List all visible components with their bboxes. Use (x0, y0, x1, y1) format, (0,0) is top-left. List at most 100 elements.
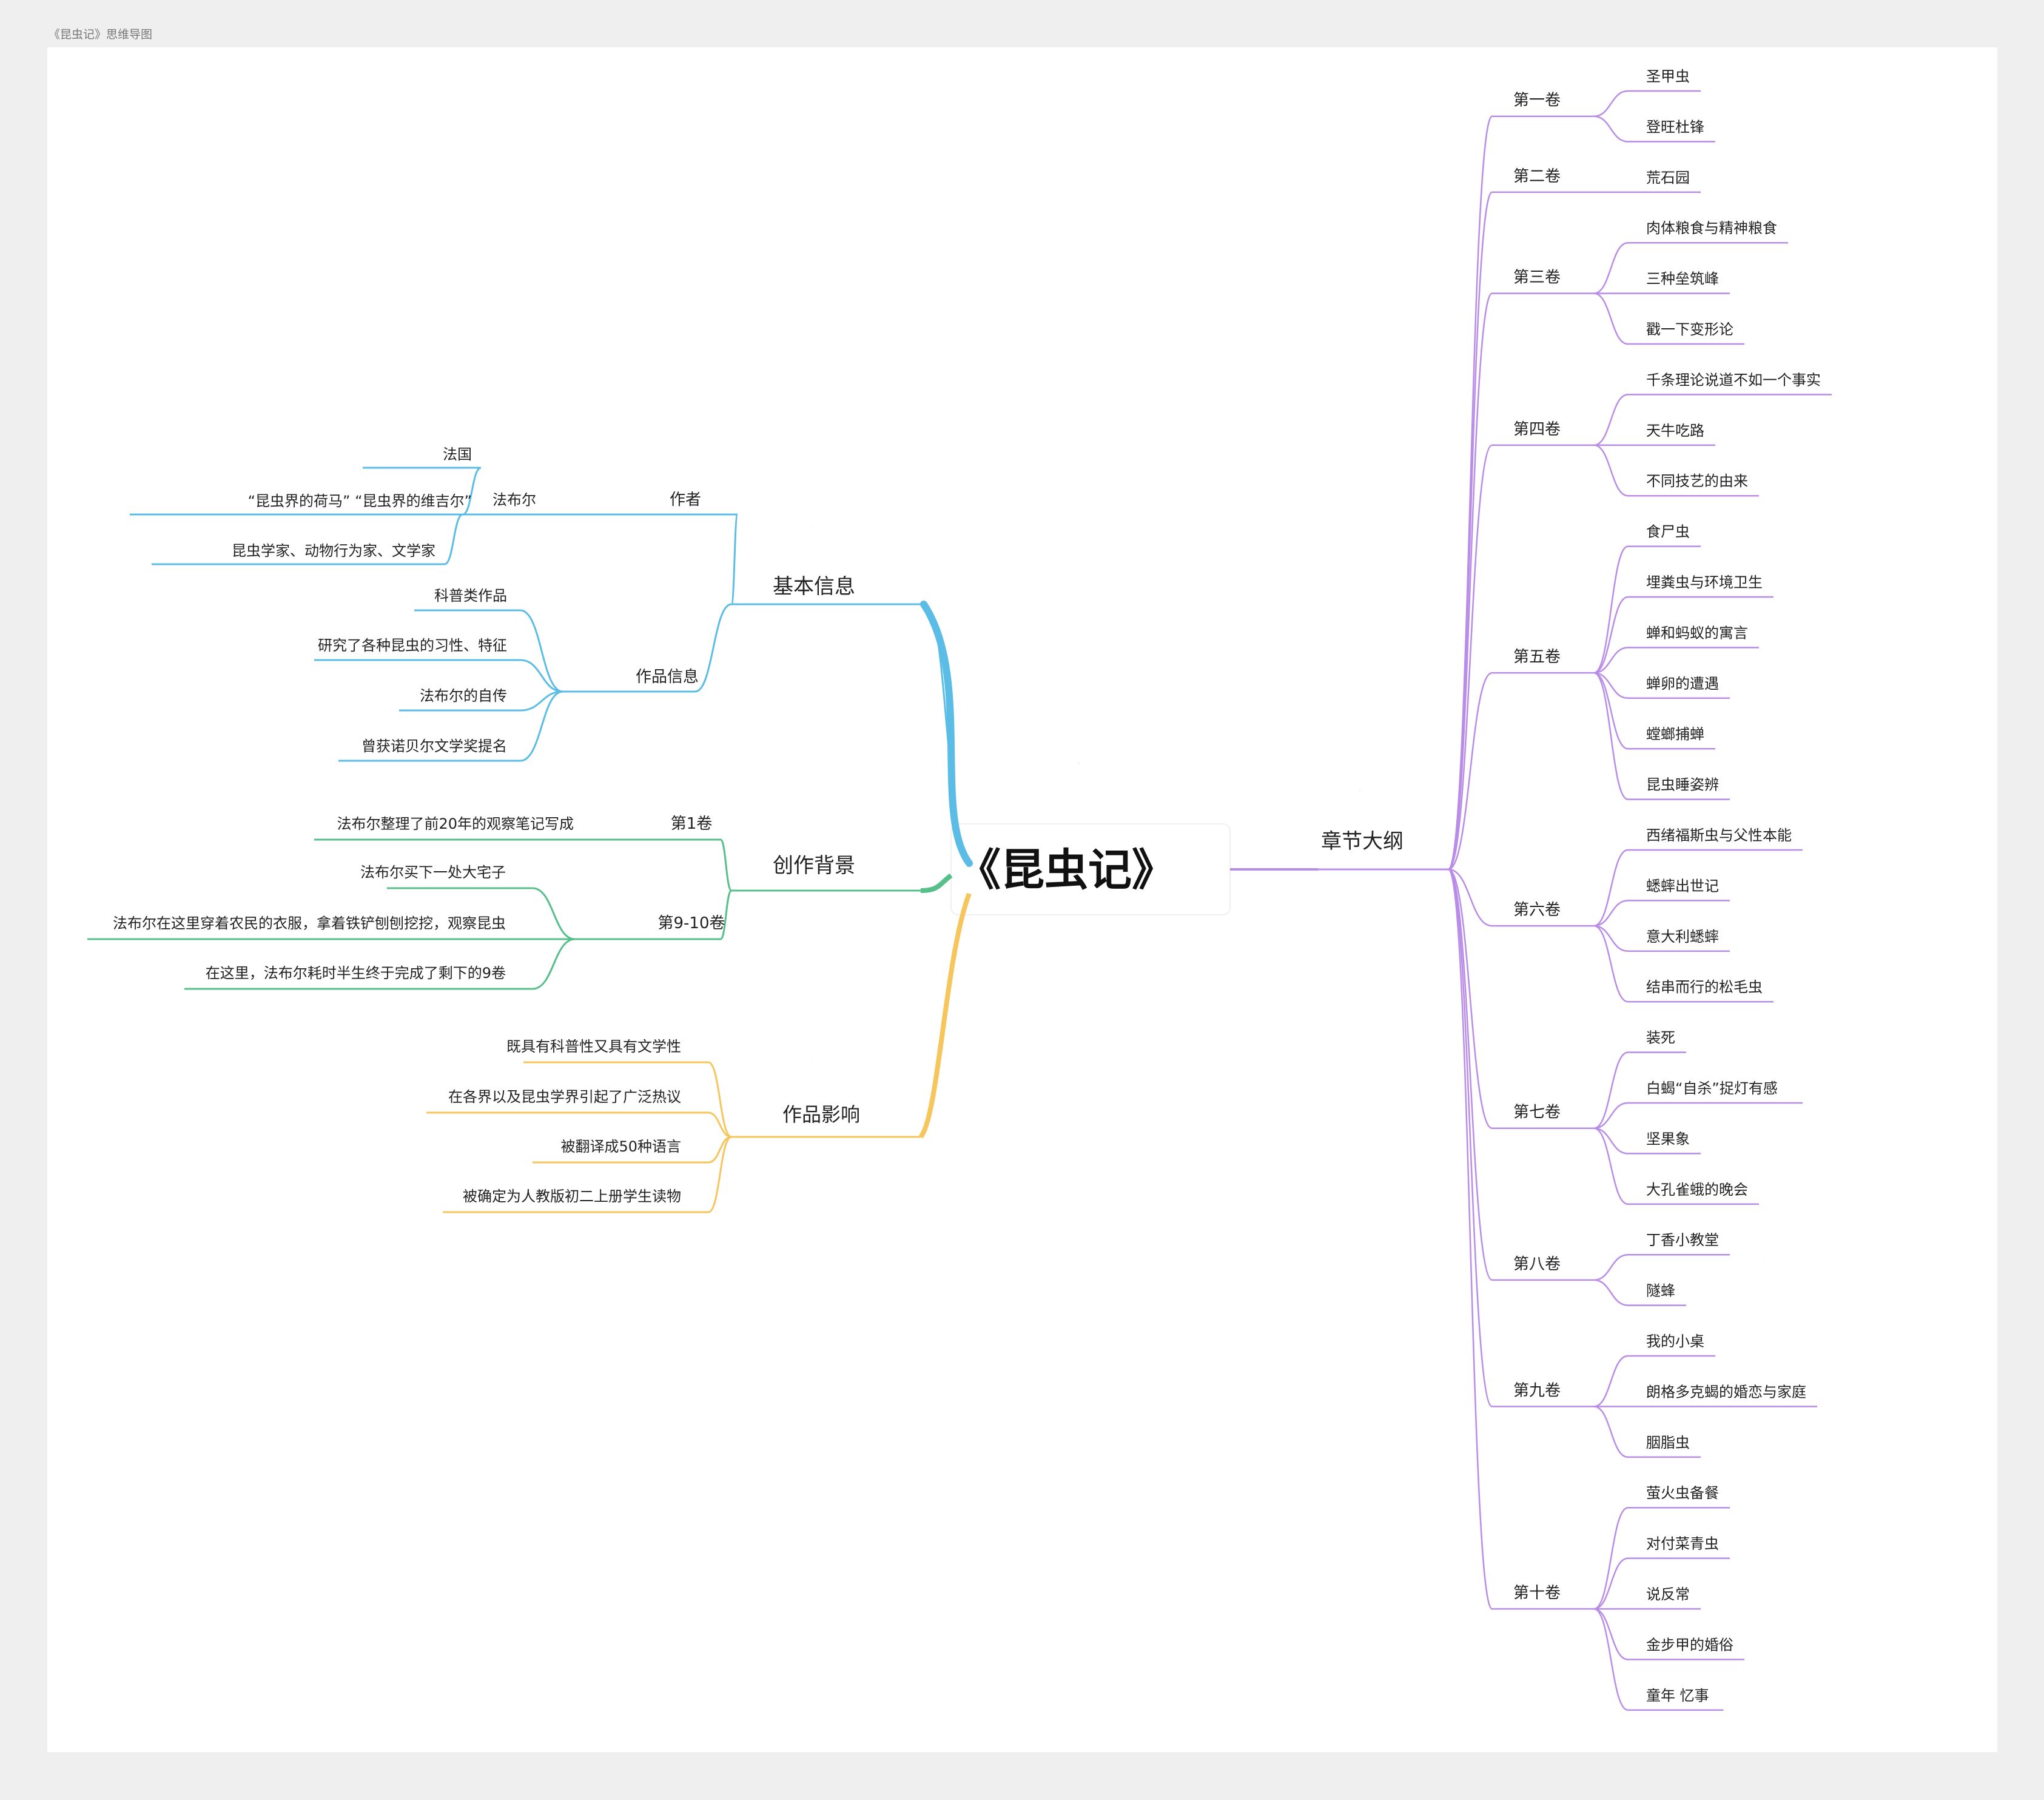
leaf-label[interactable]: 既具有科普性又具有文学性 (506, 1038, 681, 1055)
leaf-label[interactable]: 在各界以及昆虫学界引起了广泛热议 (448, 1088, 681, 1105)
chapter-label[interactable]: 荒石园 (1646, 169, 1690, 186)
connector-line (520, 659, 563, 693)
volume-label[interactable]: 第八卷 (1513, 1255, 1561, 1273)
leaf-label[interactable]: 曾获诺贝尔文学奖提名 (361, 738, 507, 755)
chapter-label[interactable]: 对付菜青虫 (1646, 1535, 1719, 1552)
mindmap-canvas[interactable]: 《昆虫记》 基本信息 作者 法布尔 法国 “昆虫界的荷马” “昆虫界的维吉尔” 昆虫学家、动… (47, 47, 1997, 1752)
volume-label[interactable]: 第十卷 (1513, 1584, 1561, 1602)
leaf-label[interactable]: 被确定为人教版初二上册学生读物 (463, 1188, 681, 1205)
volume-label[interactable]: 第六卷 (1513, 901, 1561, 919)
connector-line (1447, 292, 1493, 871)
leaf-label[interactable]: 法布尔的自传 (420, 687, 507, 704)
chapter-label[interactable]: 肉体粮食与精神粮食 (1646, 220, 1777, 237)
connector-line (1447, 115, 1493, 871)
chapter-label[interactable]: 戳一下变形论 (1646, 321, 1733, 338)
leaf-label[interactable]: 研究了各种昆虫的习性、特征 (318, 637, 507, 654)
chapter-label[interactable]: 装死 (1646, 1030, 1675, 1047)
branch-label-background[interactable]: 创作背景 (773, 854, 855, 878)
leaf-label[interactable]: 法布尔买下一处大宅子 (360, 864, 506, 881)
chapter-label[interactable]: 圣甲虫 (1646, 68, 1690, 85)
connector-line (1593, 394, 1629, 447)
chapter-label[interactable]: 西绪福斯虫与父性本能 (1646, 827, 1792, 844)
chapter-label[interactable]: 食尸虫 (1646, 524, 1690, 541)
connector-line (1593, 1127, 1629, 1154)
leaf-label[interactable]: 在这里，法布尔耗时半生终于完成了剩下的9卷 (206, 965, 506, 982)
leaf-label[interactable]: 昆虫学家、动物行为家、文学家 (232, 542, 435, 559)
connector-line (520, 690, 563, 712)
branch-label-outline[interactable]: 章节大纲 (1321, 829, 1404, 854)
volume-label[interactable]: 第四卷 (1513, 420, 1561, 439)
connector-line (520, 609, 563, 693)
sub-label-work-info[interactable]: 作品信息 (636, 668, 699, 686)
volume-label[interactable]: 第九卷 (1513, 1381, 1561, 1400)
chapter-label[interactable]: 蝉和蚂蚁的寓言 (1646, 624, 1748, 641)
connector-line (1448, 868, 1493, 1281)
chapter-label[interactable]: 三种垒筑峰 (1646, 271, 1719, 288)
chapter-label[interactable]: 丁香小教堂 (1646, 1232, 1719, 1249)
connector-line (462, 467, 482, 516)
connector-line (1593, 672, 1629, 750)
connector-line (1593, 1253, 1629, 1281)
chapter-label[interactable]: 不同技艺的由来 (1646, 473, 1748, 490)
connector-line (1593, 672, 1629, 800)
connector-line (532, 887, 576, 940)
connector-line (1593, 1127, 1629, 1205)
volume-label[interactable]: 第五卷 (1513, 648, 1561, 666)
sub-label-volume[interactable]: 第1卷 (671, 815, 713, 833)
connector-line (708, 1136, 732, 1213)
connector-line (719, 889, 733, 940)
chapter-label[interactable]: 大孔雀蛾的晚会 (1646, 1181, 1748, 1198)
connector-line (1593, 241, 1629, 294)
chapter-label[interactable]: 隧蜂 (1646, 1283, 1675, 1299)
chapter-label[interactable]: 天牛吃路 (1646, 422, 1704, 439)
connector-line (730, 513, 739, 605)
chapter-label[interactable]: 昆虫睡姿辨 (1646, 777, 1719, 794)
connector-line (1593, 444, 1629, 497)
branch-label-influence[interactable]: 作品影响 (782, 1103, 860, 1126)
branch-label-basic-info[interactable]: 基本信息 (773, 575, 855, 599)
connector-line (1593, 545, 1629, 674)
connector-line (520, 690, 563, 762)
chapter-label[interactable]: 说反常 (1646, 1586, 1690, 1603)
chapter-label[interactable]: 结串而行的松毛虫 (1646, 979, 1763, 996)
connector-line (1593, 115, 1629, 143)
central-title[interactable]: 《昆虫记》 (957, 844, 1175, 895)
volume-label[interactable]: 第三卷 (1513, 269, 1561, 287)
chapter-label[interactable]: 金步甲的婚俗 (1646, 1636, 1733, 1653)
chapter-label[interactable]: 我的小桌 (1646, 1333, 1704, 1350)
chapter-label[interactable]: 坚果象 (1646, 1130, 1690, 1147)
chapter-label[interactable]: 胭脂虫 (1646, 1434, 1690, 1451)
chapter-label[interactable]: 萤火虫备餐 (1646, 1485, 1719, 1502)
leaf-label[interactable]: 法国 (443, 446, 472, 463)
chapter-label[interactable]: 意大利蟋蟀 (1646, 928, 1719, 945)
spider-icon (1792, 690, 1794, 691)
trunk-basic-info (920, 601, 973, 867)
volume-label[interactable]: 第二卷 (1513, 167, 1561, 186)
sub-label-author[interactable]: 作者 (670, 491, 701, 509)
leaf-label[interactable]: 法布尔整理了前20年的观察笔记写成 (337, 815, 574, 832)
leaf-label[interactable]: 法布尔在这里穿着农民的衣服，拿着铁铲刨刨挖挖，观察昆虫 (113, 915, 506, 932)
volume-label[interactable]: 第一卷 (1513, 92, 1561, 110)
chapter-label[interactable]: 蝉卵的遭遇 (1646, 675, 1719, 692)
chapter-label[interactable]: 朗格多克蝎的婚恋与家庭 (1646, 1383, 1806, 1400)
leaf-label[interactable]: 被翻译成50种语言 (560, 1138, 681, 1155)
chapter-label[interactable]: 蟋蟀出世记 (1646, 877, 1719, 894)
leaf-label[interactable]: “昆虫界的荷马” “昆虫界的维吉尔” (248, 493, 472, 510)
volume-label[interactable]: 第七卷 (1513, 1104, 1561, 1122)
translate-icon-glyph: 译 (520, 1144, 521, 1145)
chapter-label[interactable]: 童年 忆事 (1646, 1687, 1709, 1704)
chapter-label[interactable]: 登旺杜锋 (1646, 118, 1704, 135)
connector-line (1593, 925, 1629, 1003)
sub-label-volume[interactable]: 第9-10卷 (657, 914, 725, 932)
leaf-label[interactable]: 科普类作品 (434, 587, 507, 604)
node-label-fabre[interactable]: 法布尔 (493, 491, 536, 508)
mosquito-icon (1078, 763, 1080, 764)
connector-line (1593, 90, 1629, 117)
chapter-label[interactable]: 白蝎“自杀”捉灯有感 (1646, 1080, 1778, 1097)
trunk-background (920, 873, 953, 893)
chapter-label[interactable]: 埋粪虫与环境卫生 (1646, 574, 1763, 591)
connector-line (1448, 868, 1493, 1129)
chapter-label[interactable]: 千条理论说道不如一个事实 (1646, 371, 1821, 388)
chapter-label[interactable]: 螳螂捕蝉 (1646, 726, 1704, 743)
connector-line (1593, 849, 1629, 927)
